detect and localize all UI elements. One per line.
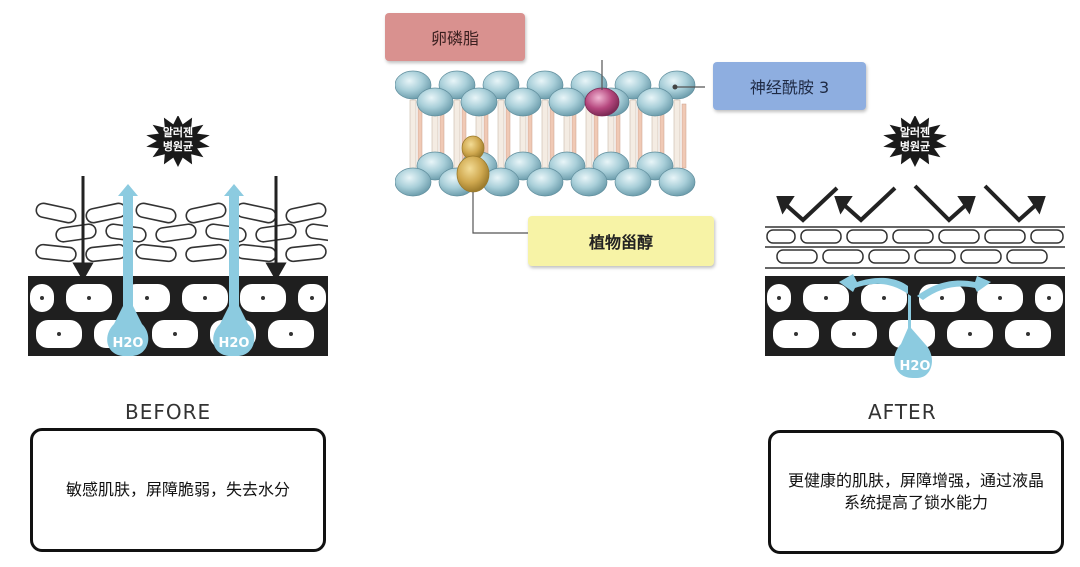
- after-caption: AFTER: [868, 400, 937, 424]
- phytosterol-leader-bottom: [472, 210, 528, 234]
- after-description-box: 更健康的肌肤，屏障增强，通过液晶系统提高了锁水能力: [768, 430, 1064, 554]
- lecithin-molecule: [584, 87, 620, 117]
- phytosterol-molecule: [456, 135, 490, 193]
- allergen-burst-icon: 알러젠 병원균: [883, 116, 947, 167]
- skin-cell-layer: [28, 276, 328, 356]
- lipid-heads: [395, 70, 696, 197]
- svg-text:알러젠: 알러젠: [900, 125, 930, 139]
- allergen-penetration-arrows: [72, 176, 287, 282]
- after-skin-diagram: 알러젠 병원균 H2O: [765, 116, 1065, 378]
- lecithin-leader-line: [601, 60, 603, 90]
- water-retention-drop: H2O: [839, 274, 991, 378]
- water-loss-drops: H2O H2O: [107, 184, 255, 356]
- before-description-box: 敏感肌肤，屏障脆弱，失去水分: [30, 428, 326, 552]
- svg-text:H2O: H2O: [113, 336, 144, 351]
- svg-text:병원균: 병원균: [163, 139, 193, 153]
- lipid-tails: [409, 99, 687, 173]
- phytosterol-label-box: 植物甾醇: [528, 216, 714, 266]
- ordered-lipid-layer: [765, 226, 1065, 269]
- allergen-burst-icon: 알러젠 병원균: [146, 116, 210, 167]
- svg-text:H2O: H2O: [219, 336, 250, 351]
- svg-text:알러젠: 알러젠: [163, 125, 193, 139]
- lecithin-label-box: 卵磷脂: [385, 13, 525, 61]
- before-caption: BEFORE: [125, 400, 212, 424]
- membrane-diagram: [395, 60, 705, 210]
- svg-text:H2O: H2O: [900, 359, 931, 374]
- ceramide-label-box: 神经酰胺 3: [713, 62, 866, 110]
- allergen-deflect-arrows: [776, 184, 1046, 223]
- svg-text:병원균: 병원균: [900, 139, 930, 153]
- disordered-lipid-layer: [35, 202, 328, 263]
- before-skin-diagram: 알러젠 병원균 H2O H2O: [28, 116, 328, 356]
